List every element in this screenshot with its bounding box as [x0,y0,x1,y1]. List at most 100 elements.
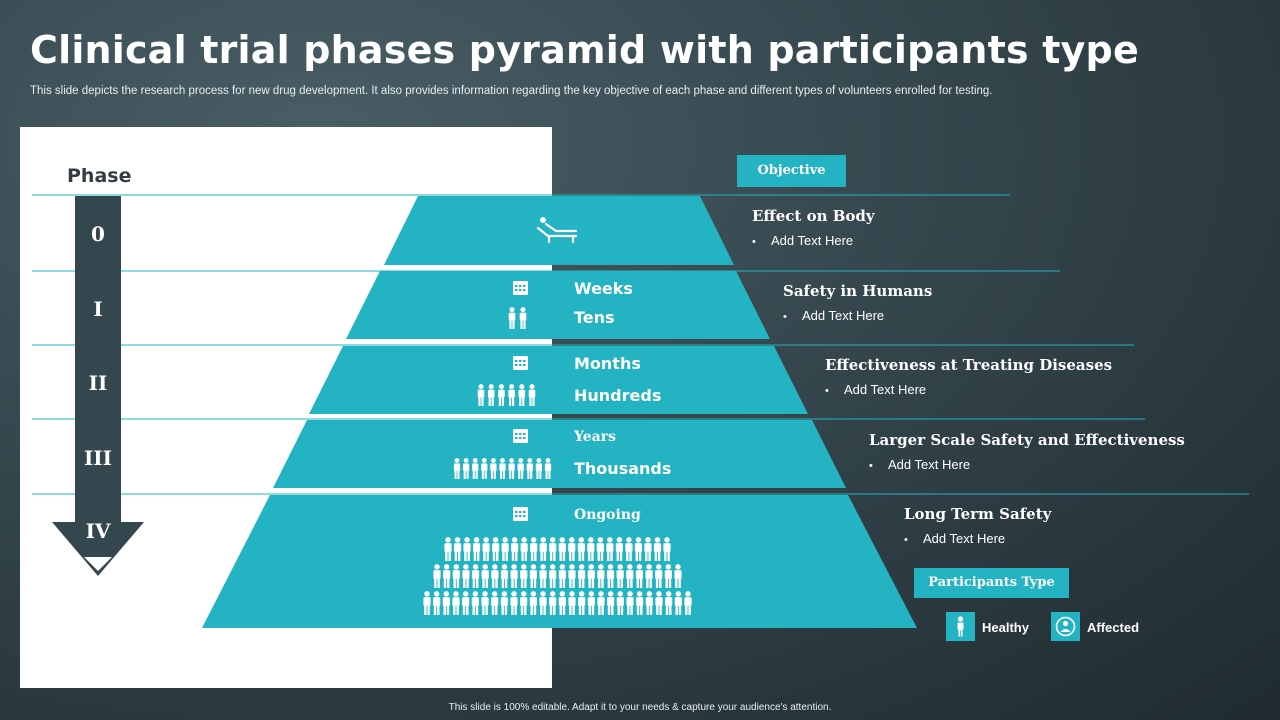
person-icon [535,458,543,479]
person-icon [453,458,461,479]
person-icon [616,591,624,615]
person-icon [528,384,536,406]
pyramid-tier-3 [273,420,846,488]
person-icon [558,537,566,561]
person-icon [606,564,615,588]
person-icon [577,537,585,561]
person-icon [453,537,462,561]
person-icon [463,537,471,561]
person-icon [665,591,673,615]
person-icon [596,537,604,561]
person-icon [471,564,480,588]
pyramid-tier-2 [309,346,808,414]
person-icon [597,564,605,588]
person-icon [674,564,682,588]
person-icon [587,591,595,615]
person-icon [508,458,515,479]
person-icon [511,537,519,561]
person-icon [499,458,506,479]
healthy-icon [946,612,975,641]
objective-text: Add Text Here [923,531,1006,546]
person-icon [663,537,671,561]
person-icon [487,384,495,406]
person-icon [645,591,653,615]
objective-text: Add Text Here [802,308,885,323]
person-icon [674,591,682,615]
person-icon [606,537,614,561]
person-icon [578,564,586,588]
person-icon [472,458,479,479]
person-icon [636,591,644,615]
person-icon [508,307,516,329]
person-icon [568,564,576,588]
person-icon [481,458,488,479]
phase-4-label: IV [85,519,111,543]
phase-2-participants: Hundreds [574,386,662,405]
objective-phase-4: Long Term Safety •Add Text Here [904,505,1052,546]
pyramid-tier-4 [202,495,917,628]
footer-note: This slide is 100% editable. Adapt it to… [448,702,832,713]
calendar-icon [513,281,528,295]
phase-3-label: III [83,446,113,470]
person-icon [625,537,633,561]
person-icon [587,537,595,561]
page-title: Clinical trial phases pyramid with parti… [30,28,1139,72]
person-icon [520,564,528,588]
person-icon [664,564,672,588]
person-icon [544,458,552,479]
person-icon [568,537,576,561]
person-icon [481,591,489,615]
person-icon [645,564,653,588]
person-icon [472,537,481,561]
person-icon [492,537,500,561]
person-icon [597,591,605,615]
person-icon [481,564,489,588]
person-icon [655,591,663,615]
phase-3-participants: Thousands [574,459,672,478]
person-icon [539,537,547,561]
person-icon [626,591,634,615]
person-icon [477,384,485,406]
participants-crowd [423,307,692,615]
person-icon [433,591,441,615]
objective-text: Add Text Here [771,233,854,248]
person-icon [558,564,566,588]
person-icon [491,564,499,588]
person-icon [498,384,505,406]
person-icon [644,537,652,561]
person-icon [500,591,508,615]
person-icon [500,564,509,588]
person-icon [615,537,623,561]
person-icon [519,307,527,329]
phase-4-duration: Ongoing [574,507,641,523]
objective-title: Effect on Body [752,207,875,225]
person-icon [490,458,497,479]
person-icon [452,564,460,588]
person-icon [462,564,470,588]
calendar-icon [513,356,528,370]
person-icon [529,591,537,615]
phase-2-duration: Months [574,354,641,373]
person-icon [520,537,528,561]
person-icon [684,591,692,615]
person-icon [520,591,528,615]
participants-type-header: Participants Type [914,568,1069,598]
person-icon [529,564,537,588]
person-icon [510,591,518,615]
person-icon [539,591,547,615]
person-icon [530,537,538,561]
person-icon [558,591,566,615]
person-icon [539,564,547,588]
calendar-icon [513,429,528,443]
objective-title: Effectiveness at Treating Diseases [825,356,1113,374]
phase-2-label: II [88,371,108,395]
phase-1-duration: Weeks [574,279,633,298]
person-icon [462,458,470,479]
person-icon [442,591,450,615]
objective-phase-3: Larger Scale Safety and Effectiveness •A… [869,431,1185,472]
objective-title: Safety in Humans [783,282,933,300]
calendar-icon [513,507,528,521]
person-icon [518,384,526,406]
person-icon [568,591,576,615]
